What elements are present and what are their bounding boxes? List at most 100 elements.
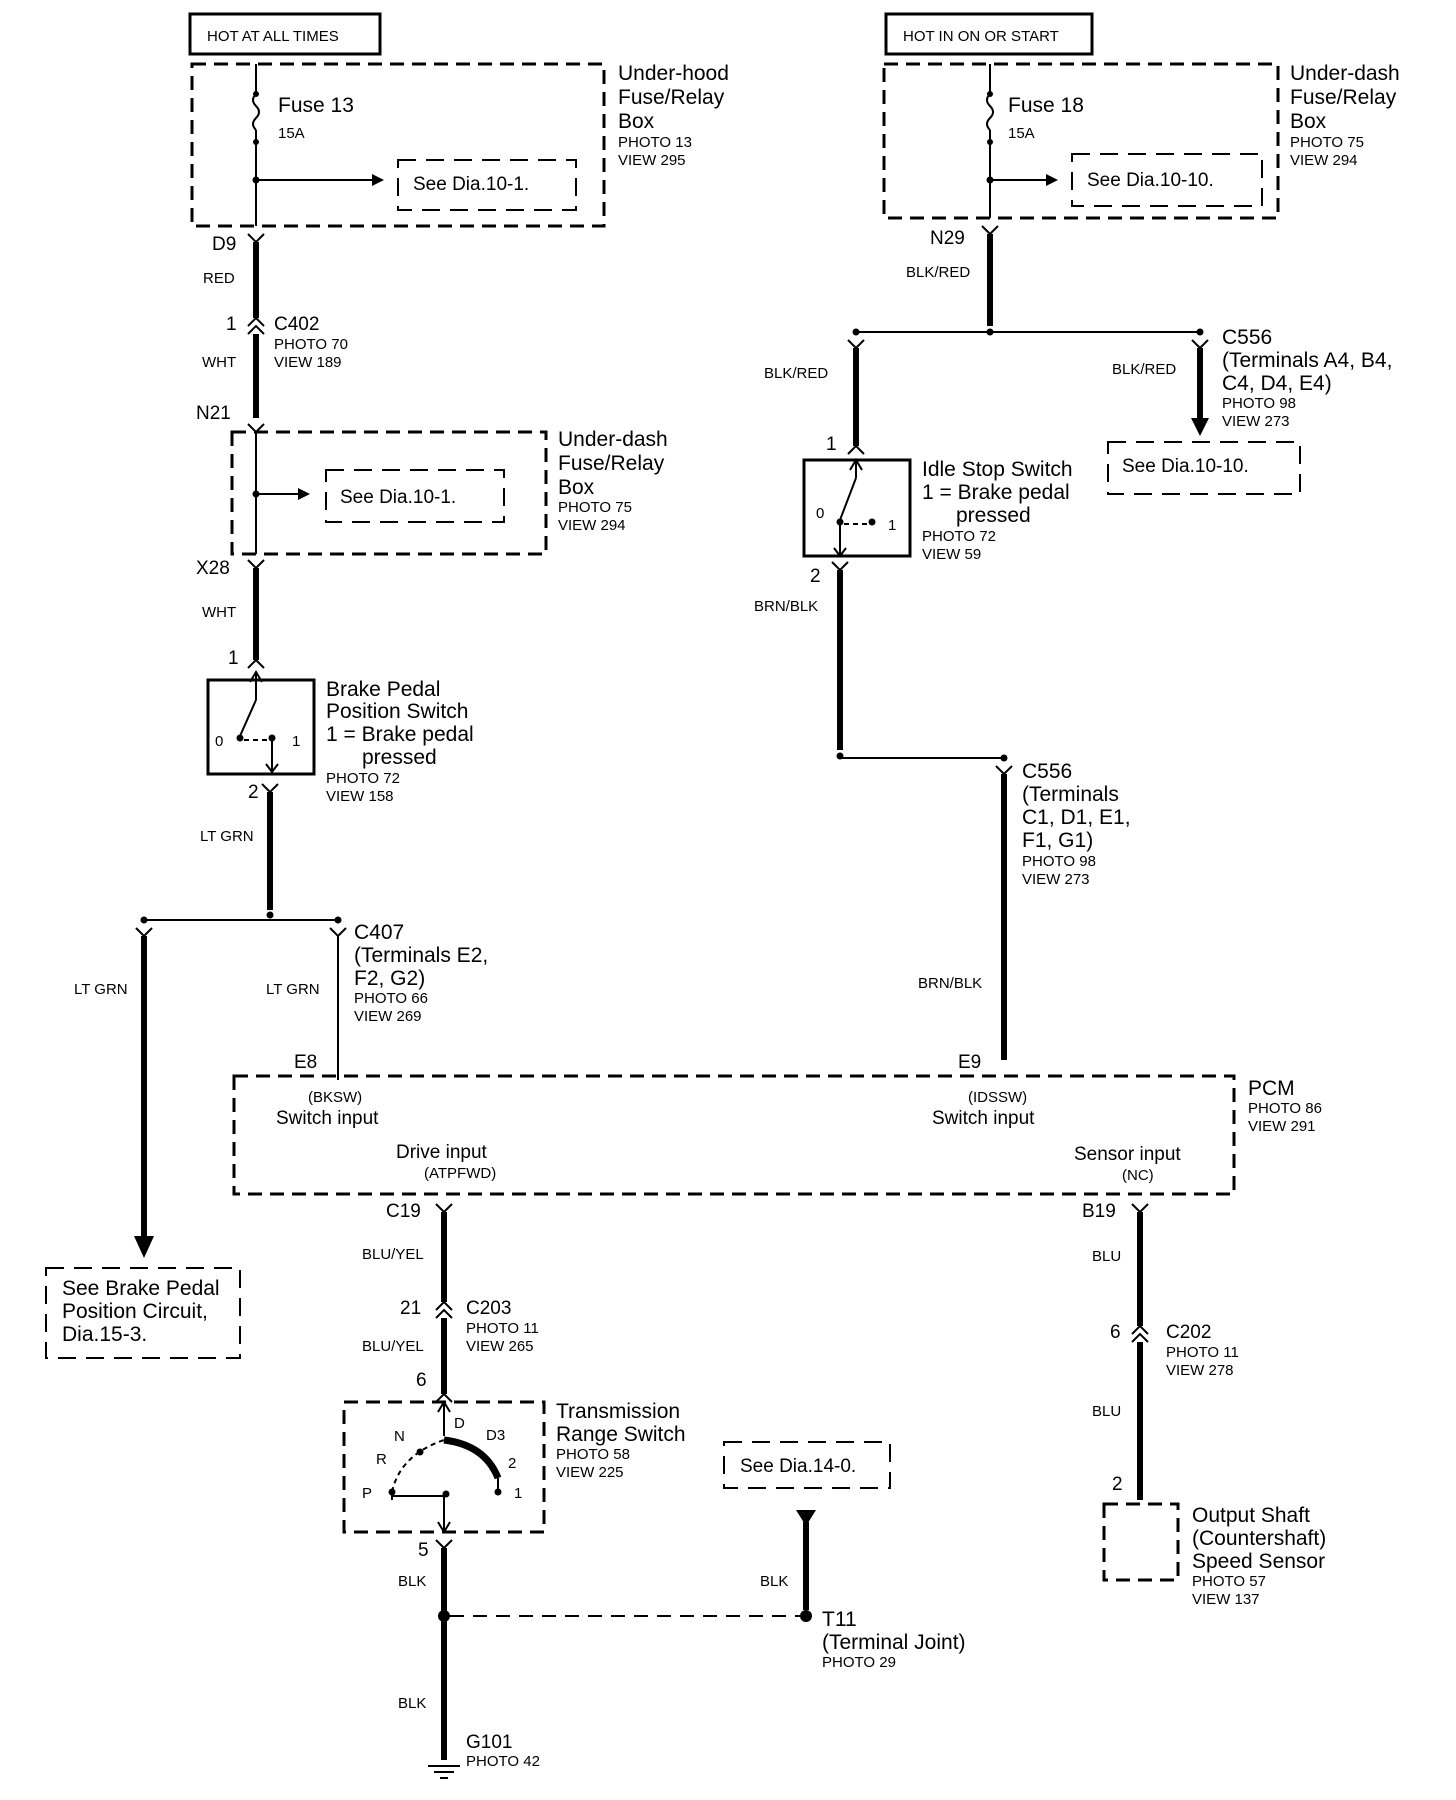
see-dia-10-10-b: See Dia.10-10. xyxy=(1122,456,1249,477)
wire-brn-blk: BRN/BLK xyxy=(754,598,818,615)
right-power-header-box xyxy=(884,12,1094,56)
bpp-name-4: pressed xyxy=(362,746,437,769)
oss-pin: 2 xyxy=(1112,1474,1123,1495)
wire-blk-red-right: BLK/RED xyxy=(1112,361,1176,378)
t11-label-2: (Terminal Joint) xyxy=(822,1631,966,1654)
c402-view: VIEW 189 xyxy=(274,354,342,371)
pcm-c19: C19 xyxy=(386,1201,421,1222)
bpp-name-3: 1 = Brake pedal xyxy=(326,723,474,746)
output-shaft-sensor xyxy=(1102,1502,1180,1582)
underdash-box-name-3: Box xyxy=(1290,110,1327,133)
trs-pos-n: N xyxy=(394,1428,405,1445)
sensor-wire-chain xyxy=(1131,1203,1149,1500)
selector-arc-icon xyxy=(443,1436,502,1480)
oss-name-1: Output Shaft xyxy=(1192,1504,1310,1527)
see-dia-10-1-a: See Dia.10-1. xyxy=(413,174,529,195)
bpp-view: VIEW 158 xyxy=(326,788,394,805)
see-brake-3: Dia.15-3. xyxy=(62,1323,147,1346)
pcm-photo: PHOTO 86 xyxy=(1248,1100,1322,1117)
pcm-name: PCM xyxy=(1248,1077,1295,1100)
pcm-switch-input-right: Switch input xyxy=(932,1108,1035,1129)
bpp-switch-1: 1 xyxy=(292,733,300,750)
iss-switch-1: 1 xyxy=(888,517,896,534)
c407-label-1: C407 xyxy=(354,921,404,944)
underdash-box-name-2: Fuse/Relay xyxy=(1290,86,1397,109)
see-brake-1: See Brake Pedal xyxy=(62,1277,220,1300)
trs-pos-d3: D3 xyxy=(486,1427,505,1444)
d9-terminal: D9 xyxy=(212,234,236,255)
trans-wire-chain xyxy=(435,1203,453,1403)
trs-pos-d: D xyxy=(454,1415,465,1432)
c556b-label-3: C1, D1, E1, xyxy=(1022,806,1131,829)
oss-name-2: (Countershaft) xyxy=(1192,1527,1326,1550)
fuse-icon xyxy=(986,93,994,131)
wire-blu-1: BLU xyxy=(1092,1248,1121,1265)
iss-name-1: Idle Stop Switch xyxy=(922,458,1073,481)
c402-photo: PHOTO 70 xyxy=(274,336,348,353)
pcm-nc: (NC) xyxy=(1122,1167,1154,1184)
trs-name-2: Range Switch xyxy=(556,1423,686,1446)
n21-box-name-2: Fuse/Relay xyxy=(558,452,665,475)
n21-box-view: VIEW 294 xyxy=(558,517,626,534)
iss-pin-2: 2 xyxy=(810,566,821,587)
wire-blk-1: BLK xyxy=(398,1573,426,1590)
bpp-name-1: Brake Pedal xyxy=(326,678,440,701)
pcm-b19: B19 xyxy=(1082,1201,1116,1222)
wire-lt-grn: LT GRN xyxy=(200,828,254,845)
wire-wht-1: WHT xyxy=(202,354,236,371)
underhood-box-photo: PHOTO 13 xyxy=(618,134,692,151)
c407-label-2: (Terminals E2, xyxy=(354,944,488,967)
arrow-up-icon xyxy=(796,1510,816,1526)
c407-view: VIEW 269 xyxy=(354,1008,422,1025)
left-wire-chain-upper xyxy=(247,233,265,434)
see-brake-box xyxy=(45,1267,241,1359)
n21-box-name-3: Box xyxy=(558,476,595,499)
fuse-icon xyxy=(252,93,260,131)
c203-photo: PHOTO 11 xyxy=(466,1320,539,1337)
switch-contact-icon xyxy=(239,699,257,737)
see-14-box xyxy=(723,1441,891,1489)
c556b-label-4: F1, G1) xyxy=(1022,829,1093,852)
t11-label-1: T11 xyxy=(822,1608,857,1631)
fuse-13-label: Fuse 13 xyxy=(278,94,354,117)
wire-blk-2: BLK xyxy=(398,1695,426,1712)
bpp-pin-1: 1 xyxy=(228,648,239,669)
t11-photo: PHOTO 29 xyxy=(822,1654,896,1671)
c556b-view: VIEW 273 xyxy=(1022,871,1090,888)
trs-pos-p: P xyxy=(362,1485,372,1502)
arrow-icon xyxy=(298,488,310,500)
wire-wht-2: WHT xyxy=(202,604,236,621)
c203-label: C203 xyxy=(466,1298,511,1319)
g101-label: G101 xyxy=(466,1732,512,1753)
c407-photo: PHOTO 66 xyxy=(354,990,428,1007)
n21-terminal: N21 xyxy=(196,403,231,424)
trs-pin-6: 6 xyxy=(416,1370,427,1391)
pcm-idssw: (IDSSW) xyxy=(968,1089,1027,1106)
wire-blu-yel-2: BLU/YEL xyxy=(362,1338,424,1355)
underhood-box-view: VIEW 295 xyxy=(618,152,686,169)
underdash-box-photo: PHOTO 75 xyxy=(1290,134,1364,151)
left-fuse-box xyxy=(190,62,606,228)
pcm-box xyxy=(232,1074,1236,1196)
idle-stop-switch xyxy=(802,458,912,558)
pcm-e9: E9 xyxy=(958,1052,981,1073)
oss-view: VIEW 137 xyxy=(1192,1591,1260,1608)
wire-red: RED xyxy=(203,270,235,287)
trs-name-1: Transmission xyxy=(556,1400,680,1423)
pcm-switch-input-left: Switch input xyxy=(276,1108,379,1129)
arrow-icon xyxy=(1046,174,1058,186)
pcm-drive-input: Drive input xyxy=(396,1142,488,1163)
trs-photo: PHOTO 58 xyxy=(556,1446,630,1463)
splice-dot xyxy=(438,1610,450,1622)
bpp-switch-0: 0 xyxy=(215,733,223,750)
c402-label: C402 xyxy=(274,314,319,335)
c202-pin: 6 xyxy=(1110,1322,1121,1343)
right-power-header: HOT IN ON OR START xyxy=(903,28,1059,45)
brake-pedal-switch xyxy=(206,670,316,776)
oss-name-3: Speed Sensor xyxy=(1192,1550,1325,1573)
left-power-header-box xyxy=(188,12,382,56)
left-wire-chain-mid xyxy=(247,559,265,669)
trs-pos-2: 2 xyxy=(508,1455,516,1472)
c556a-view: VIEW 273 xyxy=(1222,413,1290,430)
